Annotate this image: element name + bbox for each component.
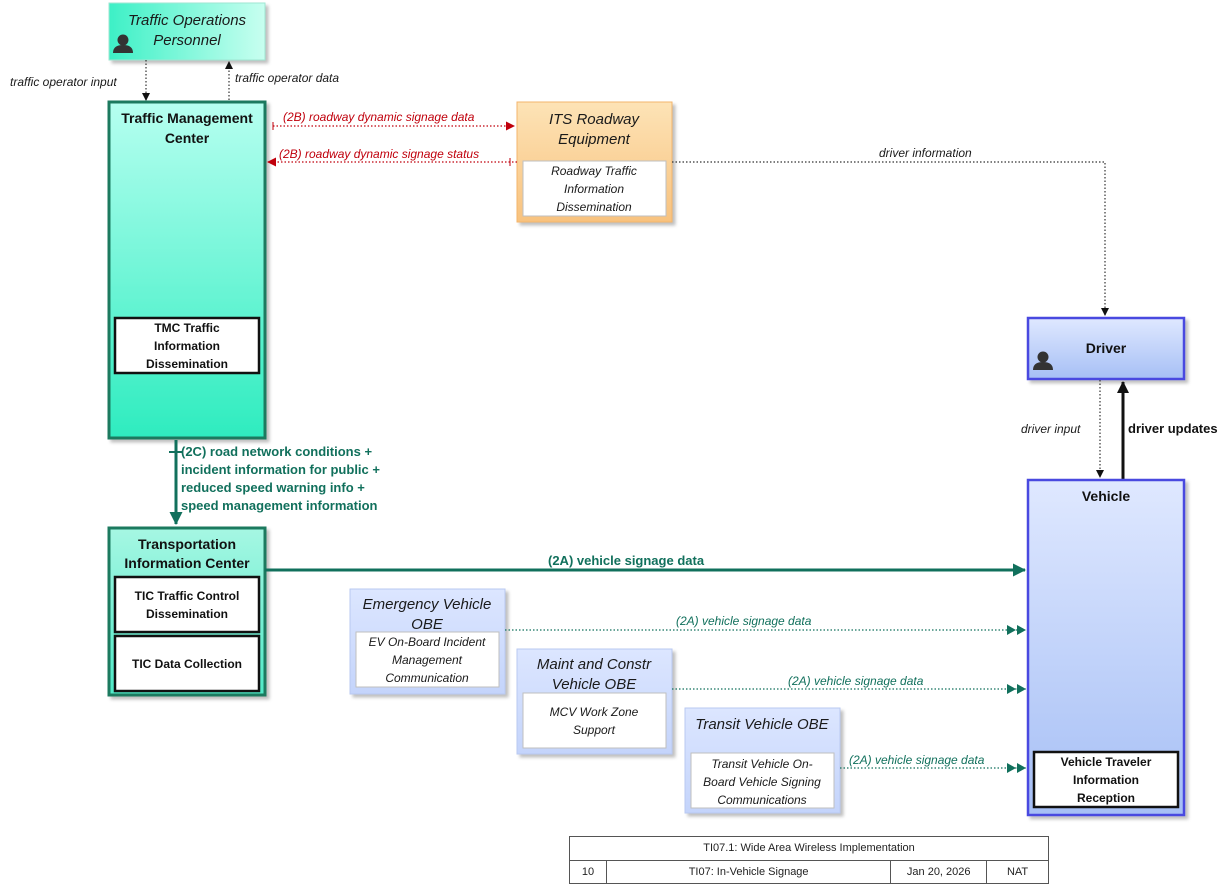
- its-title-line1: ITS Roadway: [549, 111, 641, 128]
- ev-onboard-incident-management-communication[interactable]: EV On-Board Incident Management Communic…: [355, 631, 500, 688]
- flow-traffic-operator-data[interactable]: traffic operator data: [225, 61, 339, 100]
- tic-title-line1: Transportation: [138, 536, 236, 552]
- title-block: TI07.1: Wide Area Wireless Implementatio…: [569, 836, 1049, 884]
- vehicle-sub-line3: Reception: [1077, 791, 1135, 805]
- flow-roadway-dynamic-signage-status[interactable]: (2B) roadway dynamic signage status: [267, 147, 517, 167]
- flow-label-vehicle-signage-mcv: (2A) vehicle signage data: [788, 674, 924, 688]
- transportation-information-center[interactable]: Transportation Information Center TIC Tr…: [107, 526, 267, 697]
- tic-data-collection[interactable]: TIC Data Collection: [113, 634, 261, 693]
- flow-vehicle-signage-data-mcv[interactable]: (2A) vehicle signage data: [672, 674, 1026, 694]
- title-block-title: TI07.1: Wide Area Wireless Implementatio…: [570, 837, 1048, 861]
- ev-sub-line2: Management: [392, 653, 463, 667]
- transit-sub-line2: Board Vehicle Signing: [703, 775, 821, 789]
- flow-label-vehicle-signage-tic: (2A) vehicle signage data: [548, 553, 705, 568]
- vehicle-title: Vehicle: [1082, 488, 1130, 504]
- driver-title: Driver: [1086, 340, 1127, 356]
- roadway-traffic-information-dissemination[interactable]: Roadway Traffic Information Disseminatio…: [522, 160, 667, 217]
- flow-traffic-operator-input[interactable]: traffic operator input: [10, 60, 150, 101]
- personnel-title-line2: Personnel: [153, 32, 221, 49]
- ev-title-line1: Emergency Vehicle: [363, 596, 492, 613]
- flow-driver-information[interactable]: driver information: [672, 146, 1109, 316]
- title-block-diagram: TI07: In-Vehicle Signage: [607, 861, 892, 884]
- flow-vehicle-signage-data-transit[interactable]: (2A) vehicle signage data: [840, 753, 1026, 773]
- flow-driver-updates[interactable]: driver updates: [1117, 381, 1218, 479]
- personnel-title-line1: Traffic Operations: [128, 12, 247, 29]
- tmc-sub-line1: TMC Traffic: [154, 321, 220, 335]
- ev-title-line2: OBE: [411, 616, 444, 633]
- ev-sub-line3: Communication: [385, 671, 469, 685]
- tmc-sub-line2: Information: [154, 339, 220, 353]
- flow-label-signage-data: (2B) roadway dynamic signage data: [283, 110, 475, 124]
- mcv-work-zone-support[interactable]: MCV Work Zone Support: [522, 692, 667, 749]
- transit-sub-line3: Communications: [717, 793, 806, 807]
- its-title-line2: Equipment: [558, 131, 631, 148]
- flow-label-road-network-line2: incident information for public +: [181, 462, 380, 477]
- driver[interactable]: Driver: [1026, 316, 1186, 381]
- its-sub-line2: Information: [564, 182, 624, 196]
- person-icon: [1033, 351, 1053, 370]
- vehicle-sub-line2: Information: [1073, 773, 1139, 787]
- its-sub-line1: Roadway Traffic: [551, 164, 637, 178]
- tmc-title-line1: Traffic Management: [121, 110, 253, 126]
- flow-label-operator-input: traffic operator input: [10, 75, 117, 89]
- its-roadway-equipment[interactable]: ITS Roadway Equipment Roadway Traffic In…: [516, 101, 673, 223]
- flow-label-vehicle-signage-transit: (2A) vehicle signage data: [849, 753, 985, 767]
- flow-label-operator-data: traffic operator data: [235, 71, 339, 85]
- flow-label-road-network-line3: reduced speed warning info +: [181, 480, 365, 495]
- title-block-date: Jan 20, 2026: [891, 861, 988, 884]
- flow-label-vehicle-signage-ev: (2A) vehicle signage data: [676, 614, 812, 628]
- tmc-title-line2: Center: [165, 130, 210, 146]
- tmc-sub-line3: Dissemination: [146, 357, 228, 371]
- tic-sub1-line2: Dissemination: [146, 607, 228, 621]
- vehicle-sub-line1: Vehicle Traveler: [1061, 755, 1152, 769]
- maint-and-constr-vehicle-obe[interactable]: Maint and Constr Vehicle OBE MCV Work Zo…: [516, 648, 673, 755]
- flow-label-driver-information: driver information: [879, 146, 972, 160]
- transit-vehicle-onboard-vehicle-signing-communications[interactable]: Transit Vehicle On- Board Vehicle Signin…: [690, 752, 835, 809]
- traffic-operations-personnel[interactable]: Traffic Operations Personnel: [108, 2, 266, 61]
- flow-label-driver-input: driver input: [1021, 422, 1081, 436]
- title-block-code: NAT: [1006, 866, 1029, 878]
- flow-road-network-conditions[interactable]: (2C) road network conditions + incident …: [169, 440, 380, 525]
- tic-sub2: TIC Data Collection: [132, 657, 242, 671]
- flow-label-driver-updates: driver updates: [1128, 421, 1218, 436]
- tic-title-line2: Information Center: [124, 555, 250, 571]
- vehicle[interactable]: Vehicle Vehicle Traveler Information Rec…: [1026, 478, 1186, 817]
- flow-label-signage-status: (2B) roadway dynamic signage status: [279, 147, 479, 161]
- flow-label-road-network-line4: speed management information: [181, 498, 378, 513]
- tmc-traffic-information-dissemination[interactable]: TMC Traffic Information Dissemination: [113, 316, 261, 375]
- ev-sub-line1: EV On-Board Incident: [369, 635, 486, 649]
- title-block-page: 10: [570, 861, 607, 884]
- tic-traffic-control-dissemination[interactable]: TIC Traffic Control Dissemination: [113, 575, 261, 634]
- mcv-title-line1: Maint and Constr: [537, 656, 652, 673]
- transit-sub-line1: Transit Vehicle On-: [711, 757, 812, 771]
- mcv-sub-line1: MCV Work Zone: [550, 705, 639, 719]
- flow-label-road-network-line1: (2C) road network conditions +: [181, 444, 372, 459]
- transit-vehicle-obe[interactable]: Transit Vehicle OBE Transit Vehicle On- …: [684, 707, 841, 814]
- tic-sub1-line1: TIC Traffic Control: [135, 589, 240, 603]
- its-sub-line3: Dissemination: [556, 200, 632, 214]
- flow-roadway-dynamic-signage-data[interactable]: (2B) roadway dynamic signage data: [272, 110, 515, 131]
- flow-driver-input[interactable]: driver input: [1021, 380, 1104, 478]
- person-icon: [113, 34, 133, 53]
- mcv-sub-line2: Support: [573, 723, 616, 737]
- vehicle-traveler-information-reception[interactable]: Vehicle Traveler Information Reception: [1032, 750, 1180, 809]
- flow-vehicle-signage-data-tic[interactable]: (2A) vehicle signage data: [265, 553, 1026, 577]
- emergency-vehicle-obe[interactable]: Emergency Vehicle OBE EV On-Board Incide…: [349, 588, 506, 695]
- traffic-management-center[interactable]: Traffic Management Center TMC Traffic In…: [107, 100, 267, 440]
- mcv-title-line2: Vehicle OBE: [552, 676, 637, 693]
- flow-vehicle-signage-data-ev[interactable]: (2A) vehicle signage data: [505, 614, 1026, 635]
- transit-title: Transit Vehicle OBE: [695, 716, 829, 733]
